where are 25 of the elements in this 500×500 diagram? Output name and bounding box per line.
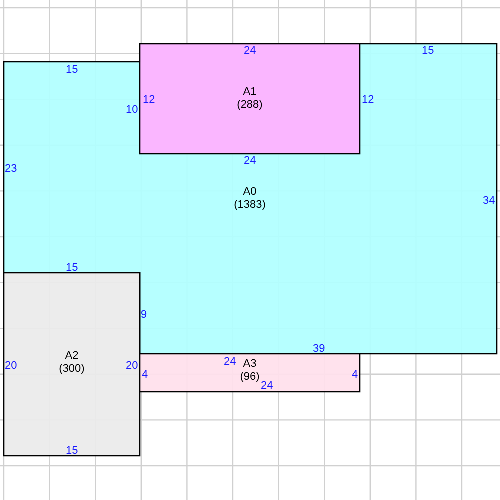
dimension-label: 15 [66,64,78,76]
dimension-label: 24 [244,45,256,57]
dimension-label: 23 [5,163,18,175]
dimension-label: 9 [141,309,148,321]
dimension-label: 24 [244,155,256,167]
dimension-label: 10 [126,104,138,116]
room-area [4,273,140,456]
dimension-label: 4 [352,369,358,381]
dimension-label: 15 [66,262,78,274]
area-label: A0 (1383) [234,186,266,212]
dimension-label: 12 [143,94,156,106]
dimension-label: 20 [126,360,138,372]
dimension-label: 39 [313,343,326,355]
dimension-label: 12 [362,94,374,106]
area-label: A3 (96) [240,358,260,384]
dimension-label: 20 [5,360,18,372]
dimension-label: 24 [224,356,236,368]
dimension-label: 24 [261,380,274,392]
room-area [140,354,360,392]
area-label: A2 (300) [59,350,85,376]
dimension-label: 15 [422,45,434,57]
dimension-label: 4 [142,369,148,381]
area-label: A1 (288) [237,86,263,112]
dimension-label: 34 [483,195,496,207]
dimension-label: 15 [66,445,78,457]
